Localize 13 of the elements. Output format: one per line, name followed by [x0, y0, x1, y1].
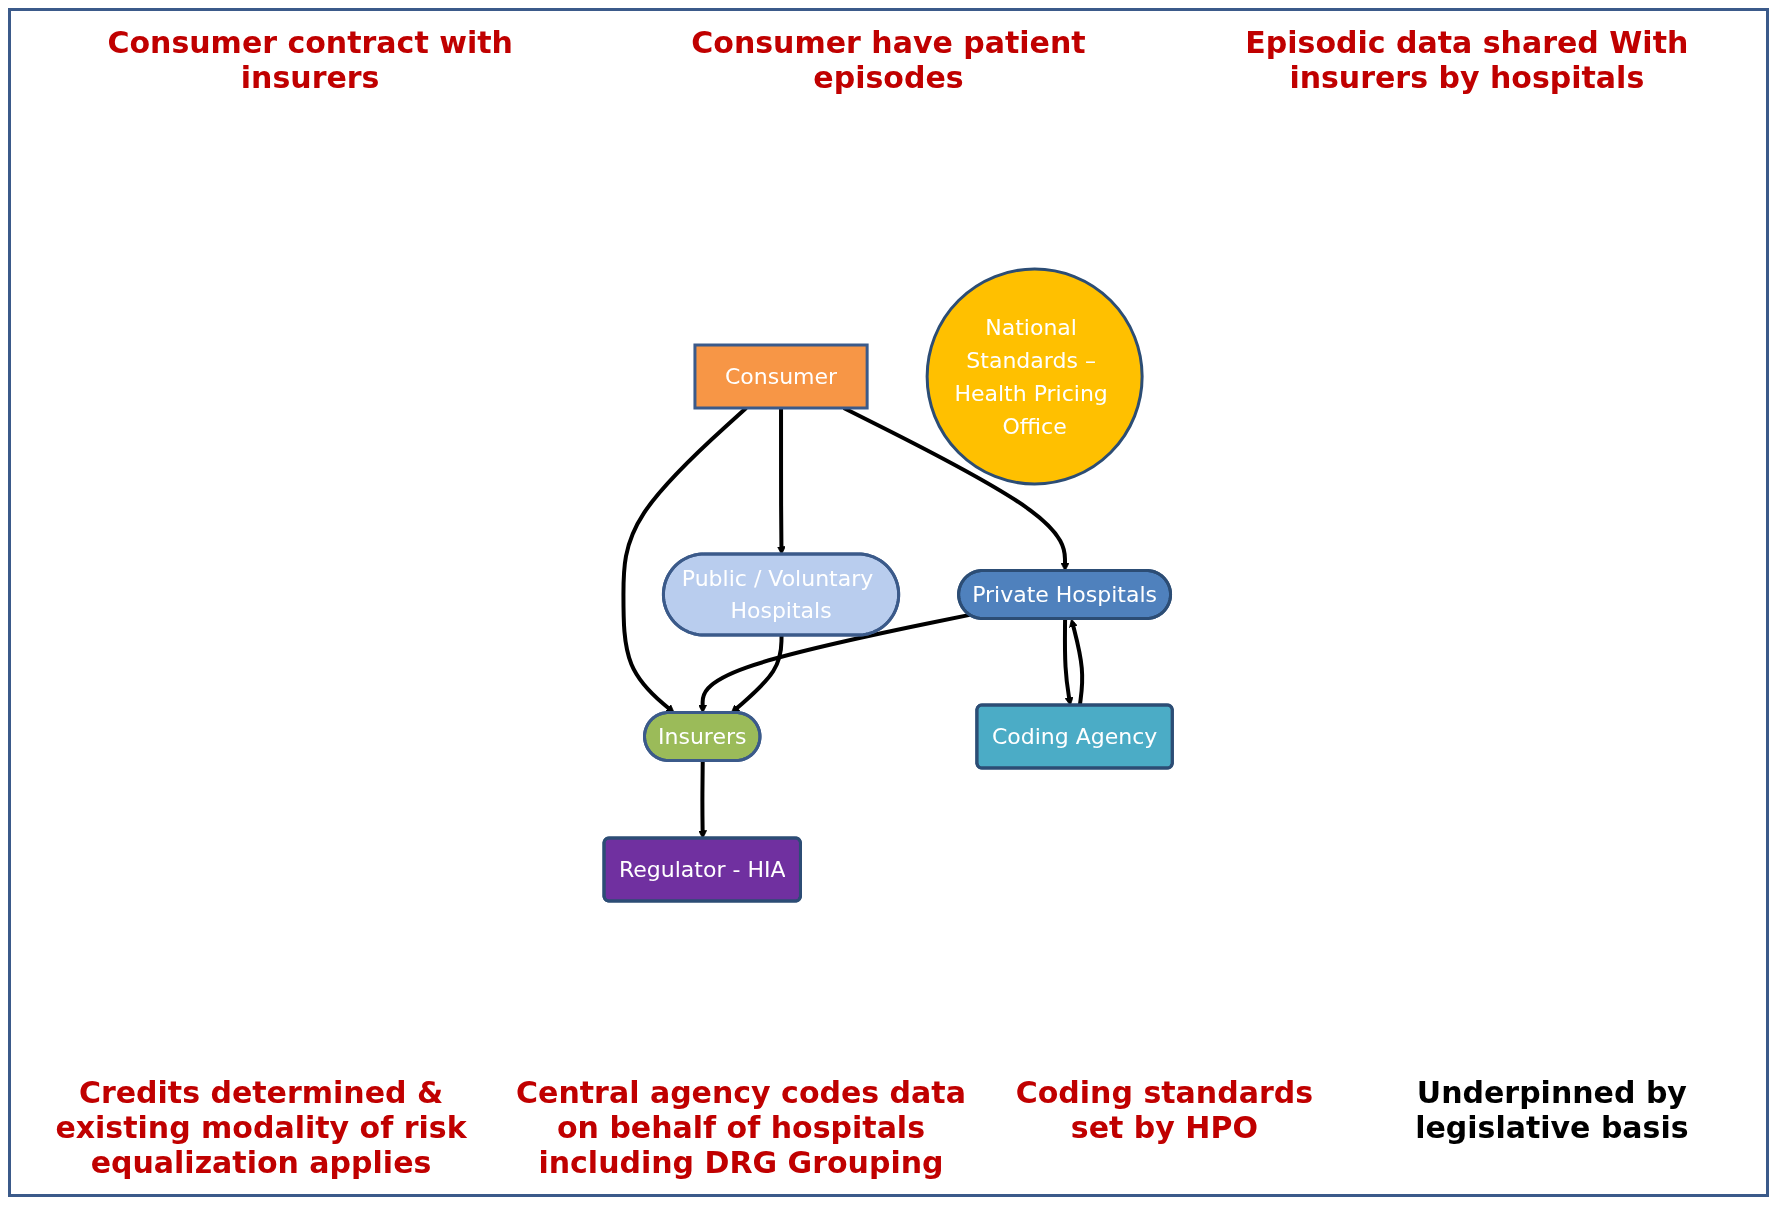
node-box: Consumer [693, 343, 869, 410]
annotation: Central agency codes data on behalf of hospitals including DRG Grouping [515, 1075, 967, 1180]
arrow [777, 408, 787, 555]
annotation: Coding standards set by HPO [1014, 1075, 1315, 1145]
annotation: Consumer have patient episodes [690, 25, 1087, 95]
annotation: Episodic data shared With insurers by hospitals [1244, 25, 1690, 95]
annotation: Consumer contract with insurers [106, 25, 514, 95]
footnote: Underpinned by legislative basis [1414, 1075, 1690, 1145]
arrow [698, 760, 708, 839]
arrow [1063, 618, 1074, 706]
arrow [1069, 618, 1085, 706]
node-circle: National Standards – Health Pricing Office [926, 267, 1144, 486]
annotation: Credits determined & existing modality of risk equalization applies [54, 1075, 468, 1180]
